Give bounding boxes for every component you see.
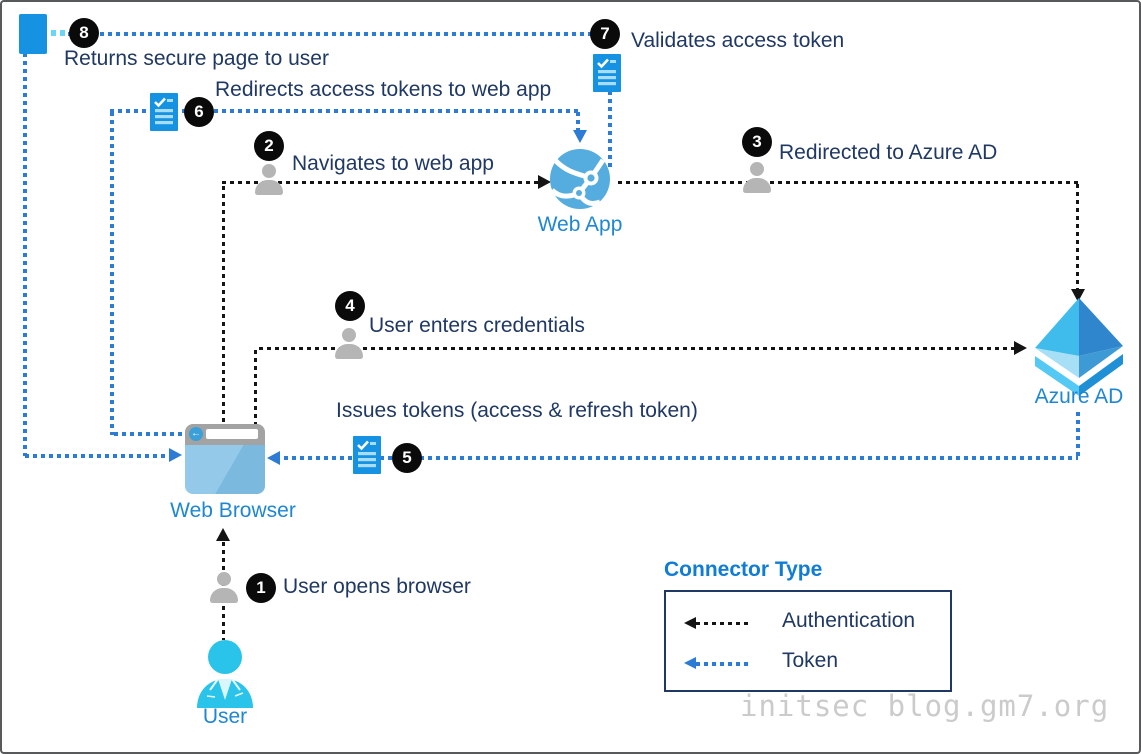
- person-icon: [335, 328, 363, 359]
- legend-auth-arrow-icon: [684, 617, 696, 629]
- cyan-arrow-shaft: [42, 30, 66, 36]
- back-arrow-icon: ←: [189, 427, 203, 441]
- arrow-right-into-azure-ad: [1014, 341, 1027, 355]
- user-icon: [197, 640, 253, 708]
- step-badge-3: 3: [742, 127, 772, 157]
- token-document-icon: [150, 93, 178, 131]
- arrow-down-into-web-app: [573, 130, 587, 143]
- token-line-6-h-bottom: [114, 432, 186, 436]
- web-app-caption: Web App: [537, 213, 623, 236]
- token-line-8-v: [23, 53, 27, 456]
- token-line-6-v-drop: [576, 112, 580, 131]
- person-icon: [255, 164, 283, 195]
- watermark: initsec blog.gm7.org: [740, 689, 1110, 723]
- legend-box: Authentication Token: [664, 590, 952, 692]
- arrow-down-into-azure-ad: [1071, 289, 1085, 302]
- arrow-left-into-browser: [267, 451, 280, 465]
- step-badge-8: 8: [69, 18, 99, 48]
- auth-line-3-v: [1076, 184, 1079, 290]
- token-line-8-h-bottom: [25, 454, 170, 458]
- browser-page-area: [185, 445, 265, 494]
- browser-titlebar: ←: [185, 424, 265, 445]
- token-line-5-v: [1076, 412, 1080, 458]
- person-icon: [743, 162, 771, 193]
- token-line-7-v: [608, 91, 612, 171]
- step-label-1: User opens browser: [283, 575, 471, 598]
- step-label-8: Returns secure page to user: [64, 47, 329, 70]
- web-browser-caption: Web Browser: [170, 499, 296, 522]
- arrow-up-into-browser: [216, 528, 230, 541]
- token-line-6-h-top: [110, 109, 580, 113]
- auth-line-4-h: [259, 347, 1015, 350]
- step-label-4: User enters credentials: [369, 314, 585, 337]
- step-label-6: Redirects access tokens to web app: [215, 78, 552, 101]
- step-label-3: Redirected to Azure AD: [779, 141, 998, 164]
- step-badge-7: 7: [590, 19, 620, 49]
- web-app-icon: [550, 149, 610, 209]
- auth-line-4-v: [254, 350, 257, 426]
- legend-token-arrow-icon: [684, 657, 696, 669]
- azure-ad-caption: Azure AD: [1034, 385, 1124, 408]
- step-badge-6: 6: [184, 97, 214, 127]
- legend-title: Connector Type: [664, 558, 823, 581]
- token-document-icon: [593, 54, 621, 92]
- web-browser-icon: ←: [185, 424, 265, 494]
- secure-page-icon: [19, 14, 47, 54]
- legend-token-line: [696, 662, 752, 666]
- azure-ad-icon: [1035, 298, 1123, 396]
- step-badge-2: 2: [254, 131, 284, 161]
- step-badge-4: 4: [335, 291, 365, 321]
- token-line-5-h: [284, 456, 1078, 460]
- address-bar: [206, 429, 258, 439]
- user-caption: User: [202, 705, 248, 728]
- person-icon: [210, 572, 238, 603]
- auth-line-2-v: [222, 186, 225, 425]
- arrow-right-into-web-app: [538, 175, 551, 189]
- step-label-7: Validates access token: [631, 29, 845, 52]
- legend-auth-line: [696, 622, 752, 625]
- token-line-8-h-top: [60, 32, 600, 36]
- legend-token-label: Token: [782, 649, 839, 672]
- legend-auth-label: Authentication: [782, 609, 916, 632]
- arrow-right-into-browser: [169, 448, 182, 462]
- step-badge-5: 5: [392, 443, 422, 473]
- auth-line-2-h: [222, 181, 539, 184]
- step-badge-1: 1: [246, 573, 276, 603]
- token-line-6-v: [110, 112, 114, 435]
- step-label-5: Issues tokens (access & refresh token): [336, 399, 698, 422]
- token-document-icon: [353, 436, 381, 474]
- step-label-2: Navigates to web app: [292, 152, 494, 175]
- auth-line-3-h: [618, 181, 1078, 184]
